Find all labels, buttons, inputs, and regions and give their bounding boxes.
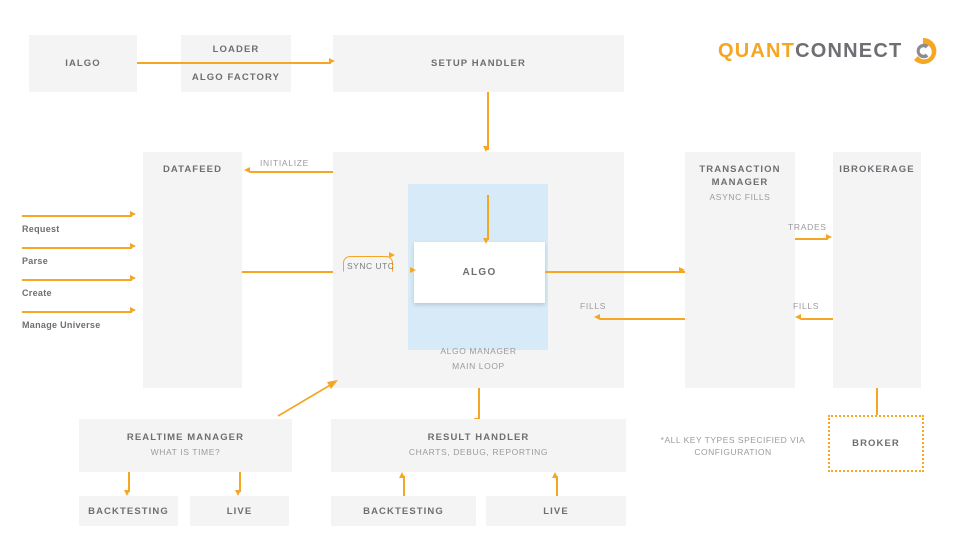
label-fills-right: FILLS (793, 301, 820, 311)
box-main-container[interactable]: LEAN Engine ALGO ALGO MANAGER MAIN LOOP (333, 152, 779, 388)
algo-manager-label: ALGO MANAGER (440, 346, 517, 356)
arrow-algo-to-transaction (545, 271, 685, 273)
arrow-fills-center-head-icon (594, 314, 600, 321)
quantconnect-logo: QUANT CONNECT (718, 36, 938, 66)
box-result-handler[interactable]: RESULT HANDLER CHARTS, DEBUG, REPORTING (331, 419, 626, 472)
arrow-fills-center (600, 318, 685, 320)
arrow-initialize (250, 171, 333, 173)
logo-text-connect: CONNECT (795, 39, 903, 62)
logo-text-quant: QUANT (718, 39, 796, 62)
arrow-trades-head-icon (826, 234, 832, 241)
box-ialgo-title: IALGO (65, 58, 101, 69)
arrow-create-head-icon (130, 275, 136, 282)
box-ialgo[interactable]: IALGO (29, 35, 137, 92)
arrow-result-live (556, 476, 558, 496)
arrow-into-algo (487, 195, 489, 240)
box-result-live-title: LIVE (543, 505, 569, 517)
box-result-backtesting[interactable]: BACKTESTING (331, 496, 476, 526)
arrow-parse-head-icon (130, 243, 136, 250)
label-initialize: INITIALIZE (260, 158, 310, 168)
arrow-realtime-to-live (239, 472, 241, 492)
arrow-trades (795, 238, 828, 240)
label-trades: TRADES (788, 222, 827, 232)
box-ibrokerage[interactable]: IBROKERAGE (833, 152, 921, 388)
box-result-handler-subtitle: CHARTS, DEBUG, REPORTING (408, 447, 549, 457)
main-loop-label: MAIN LOOP (452, 361, 505, 371)
footnote-key-types: *ALL KEY TYPES SPECIFIED VIA CONFIGURATI… (660, 435, 806, 457)
arrow-realtime-to-live-head-icon (235, 490, 242, 496)
box-result-backtesting-title: BACKTESTING (363, 505, 444, 517)
box-realtime-manager-title: REALTIME MANAGER (126, 432, 245, 443)
arrow-setup-to-main-head-icon (483, 146, 490, 152)
box-datafeed[interactable]: DATAFEED (143, 152, 242, 388)
box-realtime-manager-subtitle: WHAT IS TIME? (150, 447, 221, 457)
arrow-into-algo-left-head-icon (410, 267, 416, 274)
arrow-request (22, 215, 132, 217)
arrow-ibrokerage-to-broker (876, 388, 878, 420)
box-loader-title: LOADER (212, 43, 260, 55)
box-result-handler-title: RESULT HANDLER (427, 432, 530, 443)
box-transaction-manager-title: TRANSACTION MANAGER (699, 164, 781, 188)
arrow-setup-to-main (487, 92, 489, 150)
box-transaction-manager[interactable]: TRANSACTION MANAGER ASYNC FILLS (685, 152, 795, 388)
box-algo-factory[interactable]: ALGO FACTORY (181, 64, 291, 93)
arrow-parse (22, 247, 132, 249)
arrow-fills-right (801, 318, 833, 320)
arrow-realtime-to-backtesting (128, 472, 130, 492)
box-algo-factory-title: ALGO FACTORY (191, 72, 281, 84)
arrow-result-backtesting-head-icon (399, 472, 406, 478)
arrow-realtime-to-main (277, 380, 338, 417)
arrow-initialize-head-icon (244, 167, 250, 174)
arrow-manage-universe (22, 311, 132, 313)
label-request: Request (22, 224, 60, 234)
arrow-create (22, 279, 132, 281)
label-create: Create (22, 288, 52, 298)
arrow-ialgo-to-setup (137, 62, 331, 64)
box-realtime-manager[interactable]: REALTIME MANAGER WHAT IS TIME? (79, 419, 292, 472)
arrow-realtime-to-backtesting-head-icon (124, 490, 131, 496)
box-setup-handler[interactable]: SETUP HANDLER (333, 35, 624, 92)
arrow-algo-to-transaction-head-icon (679, 267, 685, 274)
arrow-request-head-icon (130, 211, 136, 218)
box-algo[interactable]: ALGO (414, 242, 545, 303)
label-fills-center: FILLS (580, 301, 607, 311)
box-ibrokerage-title: IBROKERAGE (839, 164, 915, 175)
box-realtime-backtesting[interactable]: BACKTESTING (79, 496, 178, 526)
sync-utc-loop-icon (343, 256, 393, 272)
label-parse: Parse (22, 256, 49, 266)
arrow-main-to-result-handler (478, 388, 480, 420)
box-realtime-live-title: LIVE (226, 505, 253, 517)
box-algo-title: ALGO (462, 267, 497, 278)
box-transaction-manager-subtitle: ASYNC FILLS (709, 192, 771, 202)
box-result-live[interactable]: LIVE (486, 496, 626, 526)
arrow-fills-right-head-icon (795, 314, 801, 321)
arrow-result-live-head-icon (552, 472, 559, 478)
box-broker-title: BROKER (852, 438, 900, 449)
arrow-result-backtesting (403, 476, 405, 496)
label-manage-universe: Manage Universe (22, 320, 101, 330)
box-realtime-backtesting-title: BACKTESTING (88, 505, 169, 517)
box-broker[interactable]: BROKER (828, 415, 924, 472)
label-sync-utc: SYNC UTC (347, 261, 395, 271)
arrow-manage-universe-head-icon (130, 307, 136, 314)
arrow-datafeed-to-main (242, 271, 333, 273)
quantconnect-circle-logo-icon (914, 37, 937, 64)
box-loader[interactable]: LOADER (181, 35, 291, 64)
arrow-ialgo-to-setup-head-icon (329, 58, 335, 65)
sync-utc-head-icon (389, 252, 395, 258)
box-datafeed-title: DATAFEED (162, 164, 223, 175)
box-setup-handler-title: SETUP HANDLER (431, 58, 526, 69)
arrow-into-algo-head-icon (483, 238, 490, 244)
box-realtime-live[interactable]: LIVE (190, 496, 289, 526)
